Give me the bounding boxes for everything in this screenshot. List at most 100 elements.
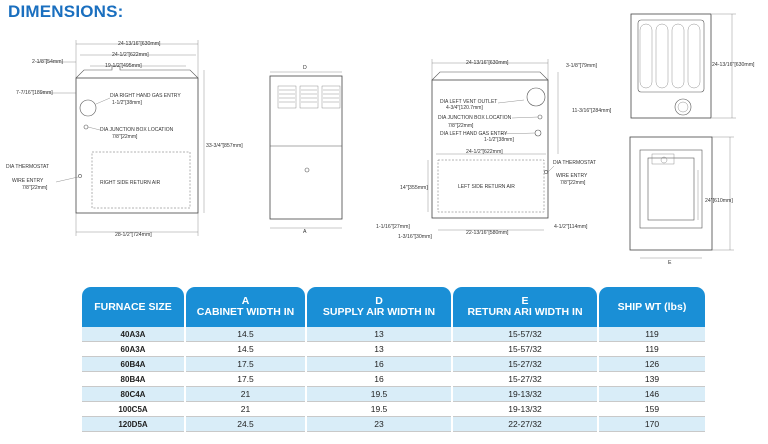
table-row: 60B4A 17.5 16 15-27/32 126 xyxy=(82,357,705,372)
top-vent-hole xyxy=(674,98,692,116)
ls-label-gas-size: 1-1/2"[38mm] xyxy=(484,137,514,143)
right-side-view: 24-13/16"[630mm] 24-1/2"[622mm] 19-1/2"[… xyxy=(6,40,243,238)
ls-dim-vent-offset: 3-1/8"[79mm] xyxy=(566,63,598,69)
cell-supply-width: 23 xyxy=(307,417,451,432)
cell-ship-weight: 139 xyxy=(599,372,705,387)
cell-cabinet-width: 24.5 xyxy=(186,417,305,432)
rs-dim-gas-height: 7-7/16"[189mm] xyxy=(16,90,53,96)
ls-dim-vent-height: 11-3/16"[284mm] xyxy=(572,108,612,114)
cell-supply-width: 16 xyxy=(307,357,451,372)
cell-supply-width: 16 xyxy=(307,372,451,387)
cell-return-width: 15-57/32 xyxy=(453,342,597,357)
front-cabinet xyxy=(269,75,343,220)
top-dim-depth: 24-13/16"[630mm] xyxy=(712,62,755,68)
table-row: 120D5A 24.5 23 22-27/32 170 xyxy=(82,417,705,432)
page-title: DIMENSIONS: xyxy=(8,2,124,21)
rs-label-gas-size: 1-1/2"[38mm] xyxy=(112,100,142,106)
table-row: 80C4A 21 19.5 19-13/32 146 xyxy=(82,387,705,402)
top-view: 24-13/16"[630mm] xyxy=(630,13,755,119)
cell-ship-weight: 119 xyxy=(599,327,705,342)
cell-return-width: 19-13/32 xyxy=(453,402,597,417)
rs-label-thermostat: DIA THERMOSTAT xyxy=(6,164,49,170)
cell-ship-weight: 126 xyxy=(599,357,705,372)
rs-label-return-air: RIGHT SIDE RETURN AIR xyxy=(100,180,161,186)
table-row: 40A3A 14.5 13 15-57/32 119 xyxy=(82,327,705,342)
cell-furnace-size: 60B4A xyxy=(82,357,184,372)
ls-dim-return-offset: 1-3/16"[30mm] xyxy=(398,234,432,240)
rs-label-junction: DIA JUNCTION BOX LOCATION xyxy=(100,127,174,133)
left-side-view: 24-13/16"[630mm] 3-1/8"[79mm] 11-3/16"[2… xyxy=(376,59,612,240)
cell-furnace-size: 60A3A xyxy=(82,342,184,357)
ls-dim-right-offset: 4-1/2"[114mm] xyxy=(554,224,588,230)
bottom-dim-depth: 24"[610mm] xyxy=(705,198,733,204)
ls-dim-return-height: 14"[355mm] xyxy=(400,185,428,191)
ls-label-junction: DIA JUNCTION BOX LOCATION xyxy=(438,115,512,121)
cell-cabinet-width: 21 xyxy=(186,387,305,402)
ls-label-gas-entry: DIA LEFT HAND GAS ENTRY xyxy=(440,131,508,137)
top-view-cabinet xyxy=(630,13,712,119)
junction-box-hole xyxy=(83,124,89,130)
ls-dim-cabinet-width: 24-1/2"[622mm] xyxy=(466,149,503,155)
cell-ship-weight: 159 xyxy=(599,402,705,417)
ls-label-thermostat: DIA THERMOSTAT xyxy=(553,160,596,166)
cell-furnace-size: 100C5A xyxy=(82,402,184,417)
bottom-view: 24"[610mm] E xyxy=(629,136,734,266)
cell-ship-weight: 170 xyxy=(599,417,705,432)
cell-furnace-size: 80C4A xyxy=(82,387,184,402)
cell-return-width: 15-27/32 xyxy=(453,372,597,387)
header-ship-weight: SHIP WT (lbs) xyxy=(599,287,705,327)
ls-label-vent-outlet: DIA LEFT VENT OUTLET xyxy=(440,99,497,105)
rs-dim-height: 33-3/4"[857mm] xyxy=(206,143,243,149)
right-return-air-outline xyxy=(91,151,191,209)
cell-ship-weight: 146 xyxy=(599,387,705,402)
cell-cabinet-width: 17.5 xyxy=(186,357,305,372)
cell-return-width: 19-13/32 xyxy=(453,387,597,402)
cell-cabinet-width: 17.5 xyxy=(186,372,305,387)
front-label-a: A xyxy=(303,229,307,235)
ls-label-junction-size: 7/8"[22mm] xyxy=(448,123,474,129)
thermostat-hole xyxy=(78,174,82,178)
left-side-top-outline xyxy=(431,71,549,81)
front-label-d: D xyxy=(303,65,307,71)
rs-label-junction-size: 7/8"[22mm] xyxy=(112,134,138,140)
dimension-drawings: 24-13/16"[630mm] 24-1/2"[622mm] 19-1/2"[… xyxy=(6,13,755,266)
left-return-air-outline xyxy=(437,159,545,213)
rs-dim-overall-width: 24-13/16"[630mm] xyxy=(118,41,161,47)
cell-return-width: 15-57/32 xyxy=(453,327,597,342)
cell-ship-weight: 119 xyxy=(599,342,705,357)
table-row: 60A3A 14.5 13 15-57/32 119 xyxy=(82,342,705,357)
ls-dim-bottom-offset: 1-1/16"[27mm] xyxy=(376,224,410,230)
right-side-cabinet xyxy=(75,77,199,214)
ls-label-wire-size: 7/8"[22mm] xyxy=(560,180,586,186)
vent-outlet-hole xyxy=(526,87,546,107)
rs-dim-gas-offset: 2-1/8"[54mm] xyxy=(32,59,64,65)
cell-supply-width: 19.5 xyxy=(307,387,451,402)
rs-dim-depth: 28-1/2"[724mm] xyxy=(115,232,152,238)
rs-label-wire-entry: WIRE ENTRY xyxy=(12,178,44,184)
cell-cabinet-width: 21 xyxy=(186,402,305,417)
cell-return-width: 22-27/32 xyxy=(453,417,597,432)
cell-furnace-size: 40A3A xyxy=(82,327,184,342)
rs-dim-cabinet-width: 24-1/2"[622mm] xyxy=(112,52,149,58)
table-row: 80B4A 17.5 16 15-27/32 139 xyxy=(82,372,705,387)
left-side-cabinet xyxy=(431,79,549,219)
front-view: D A xyxy=(269,65,343,235)
ls-dim-overall-width: 24-13/16"[630mm] xyxy=(466,60,509,66)
cell-cabinet-width: 14.5 xyxy=(186,327,305,342)
rs-label-wire-size: 7/8"[22mm] xyxy=(22,185,48,191)
bottom-view-cabinet xyxy=(629,136,713,251)
cell-return-width: 15-27/32 xyxy=(453,357,597,372)
cell-furnace-size: 80B4A xyxy=(82,372,184,387)
table-row: 100C5A 21 19.5 19-13/32 159 xyxy=(82,402,705,417)
cell-furnace-size: 120D5A xyxy=(82,417,184,432)
header-furnace-size: FURNACE SIZE xyxy=(82,287,184,327)
bottom-label-e: E xyxy=(668,260,672,266)
ls-label-wire-entry: WIRE ENTRY xyxy=(556,173,588,179)
ls-label-vent-size: 4-3/4"[120.7mm] xyxy=(446,105,483,111)
cell-supply-width: 13 xyxy=(307,327,451,342)
ls-label-return-air: LEFT SIDE RETURN AIR xyxy=(458,184,515,190)
